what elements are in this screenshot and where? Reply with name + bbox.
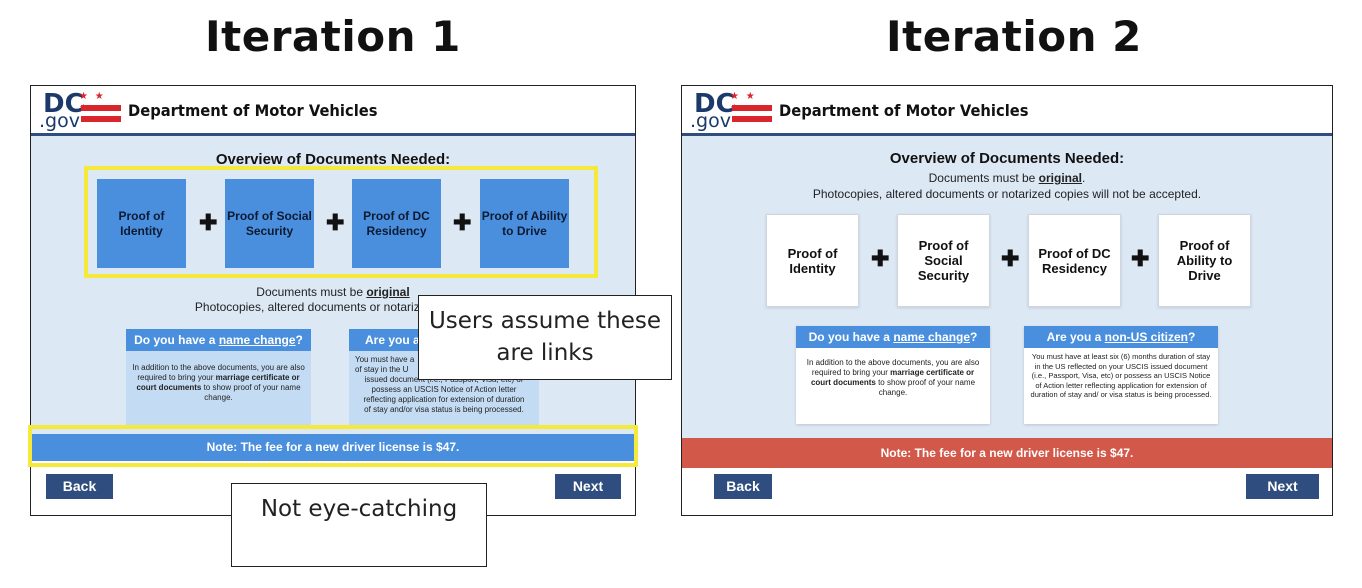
dc-gov-logo[interactable]: DC .gov ★ ★ ★ [39,90,121,134]
callout-users-assume-links: Users assume these are links [418,295,672,380]
non-us-citizen-card: Are you a non-US citizen? You must have … [1024,326,1218,424]
page-header-title: Department of Motor Vehicles [779,101,1029,120]
name-change-heading[interactable]: Do you have a name change? [796,326,990,348]
requirement-emphasis: original [366,285,410,299]
logo-stars-icon: ★ ★ ★ [730,91,757,114]
plus-icon: ✚ [1001,246,1020,271]
page-header-title: Department of Motor Vehicles [128,101,378,120]
name-change-card: Do you have a name change? In addition t… [126,329,311,425]
logo-bar-icon [81,105,121,111]
requirement-line-2: Photocopies, altered documents or notari… [812,187,1202,201]
doc-box-identity: Proof of Identity [97,179,186,268]
highlight-document-boxes [84,166,598,278]
logo-bar-icon [81,116,121,122]
overview-title: Overview of Documents Needed: [215,151,451,168]
plus-icon: ✚ [871,246,890,271]
overview-title: Overview of Documents Needed: [889,150,1125,167]
plus-icon: ✚ [453,210,472,235]
requirement-line: Documents must be original. [928,171,1086,185]
iteration-2-title: Iteration 2 [886,12,1142,61]
highlight-fee-note [28,425,638,467]
back-button[interactable]: Back [714,474,772,499]
doc-box-ability-to-drive: Proof of Ability to Drive [480,179,569,268]
back-button[interactable]: Back [46,474,113,499]
fee-note: Note: The fee for a new driver license i… [682,438,1332,468]
logo-bar-icon [732,116,772,122]
doc-box-social-security: Proof of Social Security [897,214,990,307]
next-button[interactable]: Next [555,474,621,499]
iteration-1-screen: DC .gov ★ ★ ★ Department of Motor Vehicl… [30,85,636,516]
logo-gov-text: .gov [39,110,80,132]
doc-box-social-security: Proof of Social Security [225,179,314,268]
dc-gov-logo[interactable]: DC .gov ★ ★ ★ [690,90,772,134]
plus-icon: ✚ [199,210,218,235]
logo-dc-text: DC [694,89,735,119]
logo-gov-text: .gov [690,110,731,132]
logo-dc-text: DC [43,89,84,119]
name-change-card: Do you have a name change? In addition t… [796,326,990,424]
content-area: Overview of Documents Needed: Documents … [682,136,1332,454]
requirement-emphasis: original [1038,171,1083,185]
doc-box-ability-to-drive: Proof of Ability to Drive [1158,214,1251,307]
logo-stars-icon: ★ ★ ★ [79,91,106,114]
doc-box-identity: Proof of Identity [766,214,859,307]
callout-not-eye-catching: Not eye-catching [231,483,487,567]
name-change-heading[interactable]: Do you have a name change? [126,329,311,351]
requirement-line-2: Photocopies, altered documents or notari… [194,300,472,314]
header: DC .gov ★ ★ ★ Department of Motor Vehicl… [31,86,635,136]
iteration-2-screen: DC .gov ★ ★ ★ Department of Motor Vehicl… [681,85,1333,516]
fee-note: Note: The fee for a new driver license i… [31,434,635,461]
next-button[interactable]: Next [1246,474,1319,499]
header: DC .gov ★ ★ ★ Department of Motor Vehicl… [682,86,1332,136]
name-change-body: In addition to the above documents, you … [132,363,305,402]
plus-icon: ✚ [326,210,345,235]
doc-box-dc-residency: Proof of DC Residency [352,179,441,268]
iteration-1-title: Iteration 1 [205,12,461,61]
logo-bar-icon [732,105,772,111]
doc-box-dc-residency: Proof of DC Residency [1028,214,1121,307]
content-area: Overview of Documents Needed: Proof of I… [31,136,635,454]
requirement-line: Documents must be original [256,285,410,299]
non-us-citizen-body: You must have at least six (6) months du… [1030,352,1212,399]
name-change-body: In addition to the above documents, you … [806,358,980,397]
non-us-citizen-heading[interactable]: Are you a non-US citizen? [1024,326,1218,348]
plus-icon: ✚ [1131,246,1150,271]
